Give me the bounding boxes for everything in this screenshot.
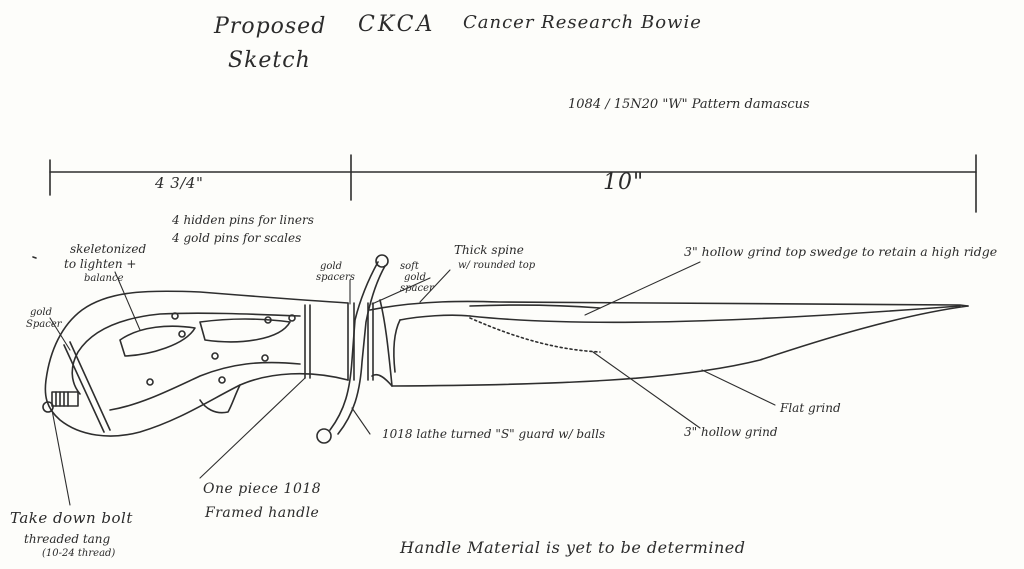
org-label: CKCA <box>358 12 436 37</box>
guard-note: 1018 lathe turned "S" guard w/ balls <box>382 427 606 441</box>
soft-spacer-2: gold <box>404 272 427 283</box>
handle-outline <box>42 290 349 437</box>
soft-spacer-1: soft <box>400 261 419 272</box>
gold-spacers-1: gold <box>320 261 343 272</box>
pins-liners-note: 4 hidden pins for liners <box>172 213 314 227</box>
skeletonized-note-3: balance <box>84 273 124 284</box>
gold-spacers-2: spacers <box>316 272 355 283</box>
gold-spacer-butt-2: Spacer <box>26 319 62 330</box>
one-piece-note-2: Framed handle <box>205 505 320 521</box>
takedown-note-2: threaded tang <box>24 532 111 546</box>
title-label: Cancer Research Bowie <box>463 12 702 33</box>
thick-spine-2: w/ rounded top <box>458 260 536 271</box>
s-guard <box>316 254 389 444</box>
flat-grind-note: Flat grind <box>780 401 841 415</box>
spacers <box>304 302 374 381</box>
takedown-note-3: (10-24 thread) <box>42 548 116 559</box>
blade-length-label: 10" <box>603 170 645 195</box>
swedge-note: 3" hollow grind top swedge to retain a h… <box>684 244 998 259</box>
pins-scales-note: 4 gold pins for scales <box>172 231 302 245</box>
one-piece-note-1: One piece 1018 <box>203 481 322 497</box>
blade-outline <box>369 299 969 387</box>
leader-lines <box>49 261 776 506</box>
hollow-grind-note: 3" hollow grind <box>684 425 778 439</box>
skeletonized-note-1: skeletonized <box>70 242 147 256</box>
soft-spacer-3: spacer <box>400 283 434 294</box>
stray-mark <box>32 256 37 259</box>
handle-length-label: 4 3/4" <box>155 174 204 192</box>
gold-spacer-butt-1: gold <box>30 307 53 318</box>
material-label: 1084 / 15N20 "W" Pattern damascus <box>568 97 810 112</box>
thick-spine-1: Thick spine <box>454 243 524 257</box>
skeletonized-note-2: to lighten + <box>64 257 137 271</box>
handle-material-note: Handle Material is yet to be determined <box>400 538 746 557</box>
proposed-label: Proposed <box>214 14 327 39</box>
dimension-line <box>49 154 977 213</box>
takedown-note-1: Take down bolt <box>10 509 133 527</box>
sketch-label: Sketch <box>228 48 311 73</box>
